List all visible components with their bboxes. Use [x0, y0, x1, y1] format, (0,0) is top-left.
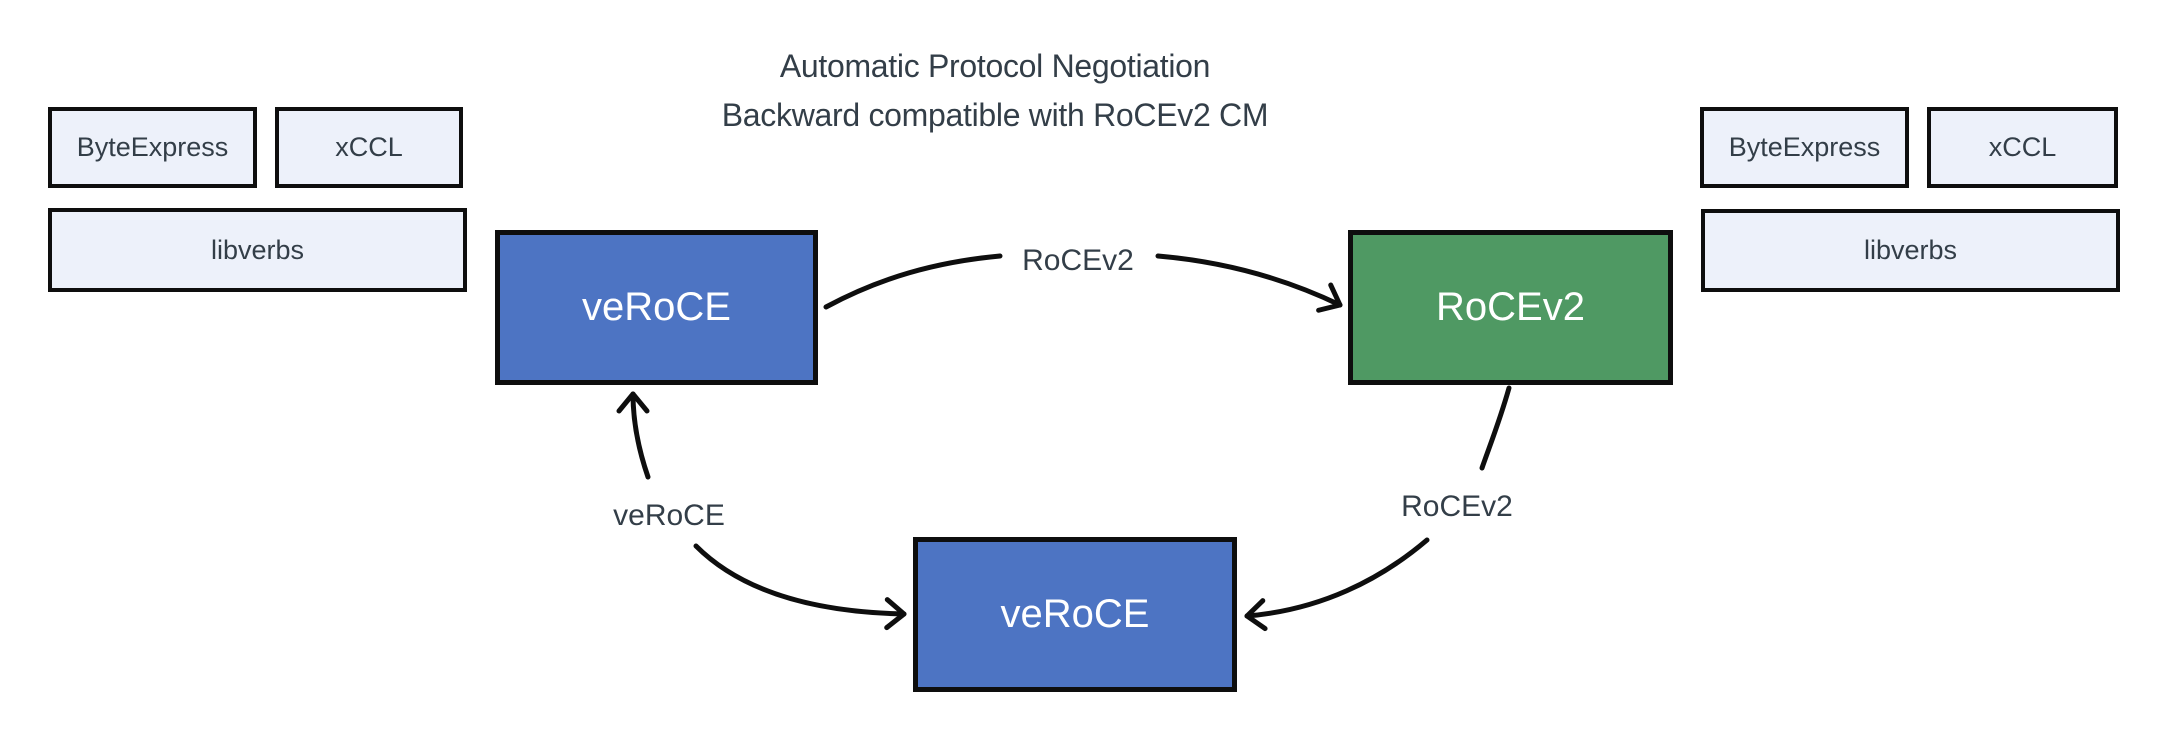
node-label: RoCEv2 [1436, 285, 1585, 329]
node-label: veRoCE [1000, 592, 1150, 636]
stack-box-xccl-right: xCCL [1927, 107, 2118, 188]
edge-right-segment-down [1244, 537, 1430, 632]
node-rocev2: RoCEv2 [1348, 230, 1673, 385]
stack-box-byteexpress-left: ByteExpress [48, 107, 257, 188]
stack-box-libverbs-left: libverbs [48, 208, 467, 292]
title-line-2: Backward compatible with RoCEv2 CM [721, 97, 1269, 133]
node-veroce-bottom: veRoCE [913, 537, 1237, 692]
edge-label-veroce-left: veRoCE [609, 499, 729, 533]
stack-box-label: xCCL [1988, 132, 2057, 162]
edge-top-segment-2 [1155, 253, 1343, 313]
edge-right-segment-up [1479, 385, 1512, 471]
diagram-title: Automatic Protocol Negotiation Backward … [595, 42, 1395, 140]
edge-left-segment-down [693, 543, 907, 631]
stack-box-libverbs-right: libverbs [1701, 209, 2120, 292]
node-veroce-left: veRoCE [495, 230, 818, 385]
edge-left-segment-up [616, 391, 651, 480]
node-label: veRoCE [582, 285, 731, 329]
stack-box-xccl-left: xCCL [275, 107, 463, 188]
stack-box-label: libverbs [1863, 235, 1958, 265]
title-line-1: Automatic Protocol Negotiation [779, 48, 1211, 84]
edge-label-rocev2-top: RoCEv2 [1018, 244, 1138, 278]
edge-top-segment-1 [823, 253, 1003, 310]
stack-box-label: libverbs [210, 234, 305, 265]
stack-box-byteexpress-right: ByteExpress [1700, 107, 1909, 188]
stack-box-label: ByteExpress [1728, 132, 1881, 162]
stack-box-label: xCCL [335, 132, 403, 162]
stack-box-label: ByteExpress [76, 132, 229, 162]
edge-label-rocev2-right: RoCEv2 [1397, 490, 1517, 524]
